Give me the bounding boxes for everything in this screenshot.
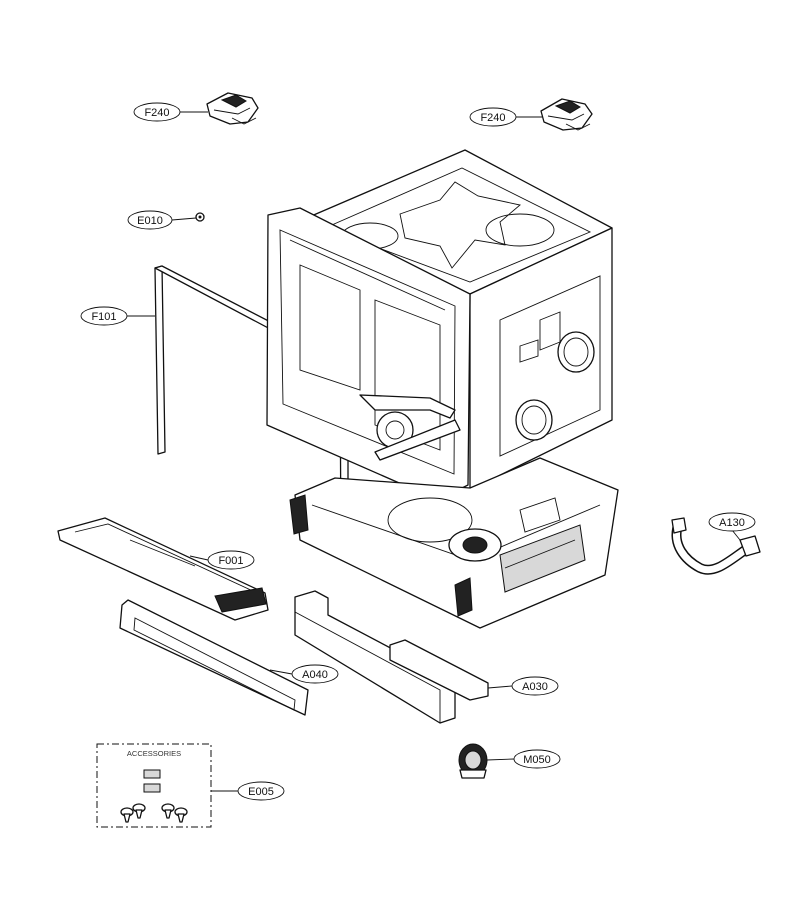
callout-a130: A130 — [708, 512, 756, 532]
m050-motor-part — [458, 743, 488, 779]
accessories-title: ACCESSORIES — [127, 749, 181, 758]
svg-text:M050: M050 — [523, 754, 551, 766]
e010-screw-part — [195, 212, 205, 222]
callout-f240-right: F240 — [469, 107, 517, 127]
callout-f240-left: F240 — [133, 102, 181, 122]
callout-a040: A040 — [291, 664, 339, 684]
f240-right-part — [540, 98, 593, 131]
svg-text:F240: F240 — [480, 112, 505, 124]
callout-f101: F101 — [80, 306, 128, 326]
callout-e005: E005 — [237, 781, 285, 801]
f240-left-part — [206, 92, 259, 125]
a030-strip-part — [294, 590, 489, 724]
callout-f001: F001 — [207, 550, 255, 570]
a040-kick-panel-part — [119, 599, 309, 716]
callout-e010: E010 — [127, 210, 173, 230]
a130-hose-part — [671, 517, 761, 575]
tub-assembly — [266, 149, 619, 629]
callout-m050: M050 — [513, 749, 561, 769]
svg-text:F101: F101 — [91, 311, 116, 323]
svg-text:E010: E010 — [137, 215, 163, 227]
screw-icon-1 — [120, 807, 134, 823]
f001-bracket-part — [57, 517, 269, 621]
callout-a030: A030 — [511, 676, 559, 696]
svg-text:E005: E005 — [248, 786, 274, 798]
screw-icon-3 — [161, 803, 175, 819]
svg-text:A030: A030 — [522, 681, 548, 693]
svg-text:A130: A130 — [719, 517, 745, 529]
screw-icon-2 — [132, 803, 146, 819]
screw-icon-4 — [174, 807, 188, 823]
svg-text:A040: A040 — [302, 669, 328, 681]
leader-lines — [127, 111, 741, 792]
svg-text:F001: F001 — [218, 555, 243, 567]
svg-text:F240: F240 — [144, 107, 169, 119]
accessories-box — [96, 743, 212, 828]
